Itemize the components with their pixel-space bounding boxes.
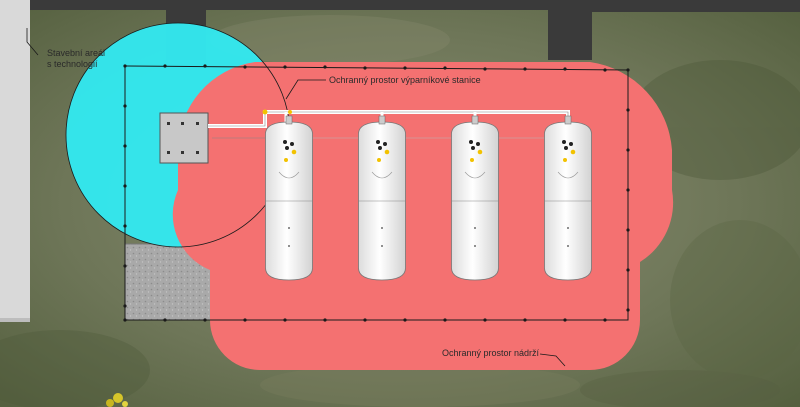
road-strip-right — [548, 0, 592, 60]
storage-tank — [358, 115, 406, 281]
road-strip-far-right — [588, 0, 800, 12]
foliage-decoration — [106, 393, 128, 407]
vaporizer-zone-label: Ochranný prostor výparníkové stanice — [329, 75, 481, 85]
storage-tank — [451, 115, 499, 281]
vegetation-texture — [0, 15, 800, 407]
storage-tank — [265, 115, 313, 281]
storage-tank — [544, 115, 592, 281]
tank-zone-label: Ochranný prostor nádrží — [442, 348, 540, 358]
tank-fitting — [562, 115, 576, 162]
tank-fitting — [376, 115, 390, 162]
vaporizer-station — [159, 112, 209, 164]
road-strip-top — [28, 0, 800, 10]
leader-lines — [26, 28, 566, 367]
tank-fitting — [283, 115, 297, 162]
tank-fitting — [469, 115, 483, 162]
building-label-line2: s technologií — [47, 59, 98, 69]
building-label-line1: Stavební areál — [47, 48, 105, 58]
fence-posts — [123, 64, 630, 322]
building-edge — [0, 318, 30, 322]
site-fence — [124, 65, 629, 321]
storage-tanks — [265, 115, 592, 281]
building-area — [0, 0, 30, 322]
